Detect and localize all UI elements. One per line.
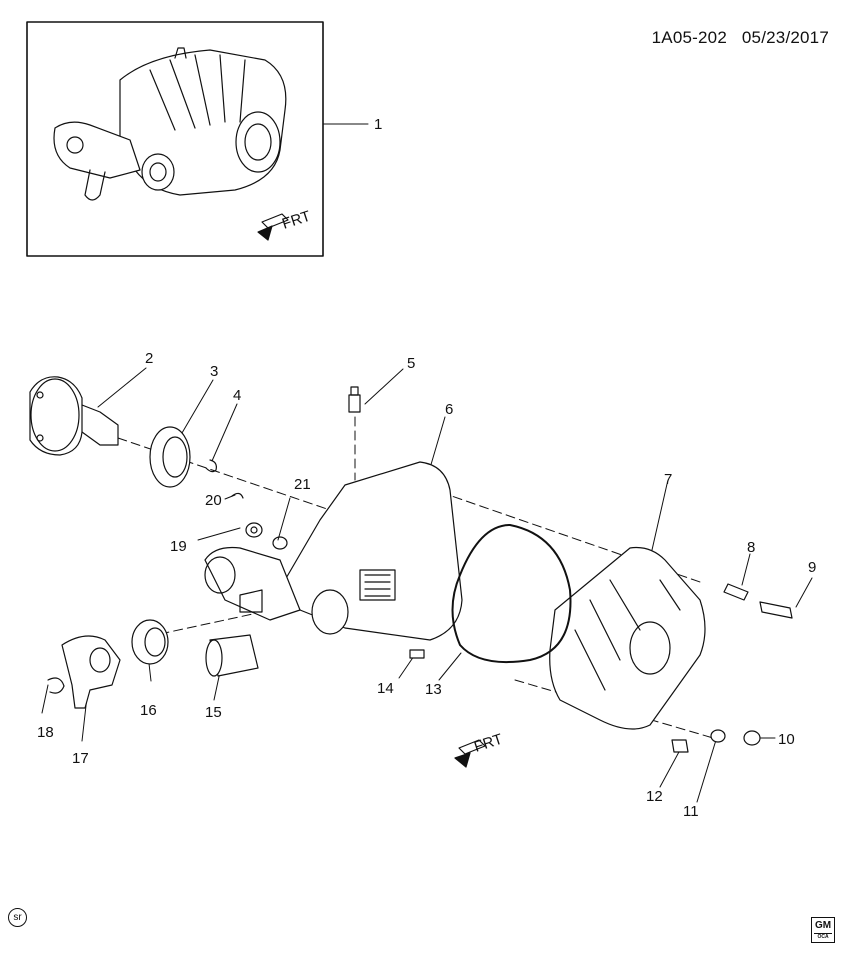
part-3-seal [149, 426, 191, 488]
callout-8: 8 [747, 539, 755, 556]
callout-6: 6 [445, 401, 453, 418]
callout-5: 5 [407, 355, 415, 372]
part-5-breather [348, 386, 361, 413]
part-4-snap-ring [205, 459, 217, 473]
callout-17: 17 [72, 750, 89, 767]
part-8-bolt [723, 583, 749, 601]
callout-20: 20 [205, 492, 222, 509]
callout-1: 1 [374, 116, 382, 133]
callout-13: 13 [425, 681, 442, 698]
callout-15: 15 [205, 704, 222, 721]
part-20-clip [231, 492, 244, 499]
callout-10: 10 [778, 731, 795, 748]
part-17-yoke [61, 635, 121, 709]
callout-19: 19 [170, 538, 187, 555]
frt-label-inset: FRT [280, 208, 313, 233]
part-12-plug [671, 739, 689, 753]
callout-11: 11 [683, 803, 699, 820]
callout-7: 7 [664, 471, 672, 488]
callout-16: 16 [140, 702, 157, 719]
part-7-cover [549, 546, 706, 730]
diagram-code: 1A05-202 [651, 28, 727, 47]
part-9-bolt [759, 601, 793, 619]
gm-logo-subtext: OCA [814, 933, 832, 940]
callout-9: 9 [808, 559, 816, 576]
part-21-o-ring [272, 536, 288, 550]
callout-2: 2 [145, 350, 153, 367]
callout-21: 21 [294, 476, 311, 493]
part-14-pin [409, 649, 425, 659]
callout-12: 12 [646, 788, 663, 805]
diagram-header: 1A05-202 05/23/2017 [642, 28, 829, 48]
part-11-plug [710, 729, 726, 743]
callout-3: 3 [210, 363, 218, 380]
part-19-nut [245, 522, 263, 538]
part-18-snap-ring [47, 677, 65, 694]
part-13-gasket [451, 524, 572, 664]
frt-label: FRT [472, 731, 505, 756]
assembly-inset-frame [26, 21, 324, 257]
part-16-seal [131, 619, 169, 665]
part-10-plug [743, 730, 761, 746]
frt-arrow-icon-inset [257, 213, 289, 241]
part-6-housing [204, 461, 463, 641]
part-15-bushing [205, 634, 259, 677]
callout-4: 4 [233, 387, 241, 404]
callout-14: 14 [377, 680, 394, 697]
callout-18: 18 [37, 724, 54, 741]
frt-arrow-icon [454, 739, 486, 768]
gm-logo-text: GM [814, 920, 832, 931]
diagram-date: 05/23/2017 [741, 28, 829, 47]
differential-assembly-illustration [53, 47, 287, 201]
gm-logo: GM OCA [811, 917, 835, 943]
sr-badge: sr [8, 908, 27, 927]
part-2-flange [29, 376, 119, 456]
